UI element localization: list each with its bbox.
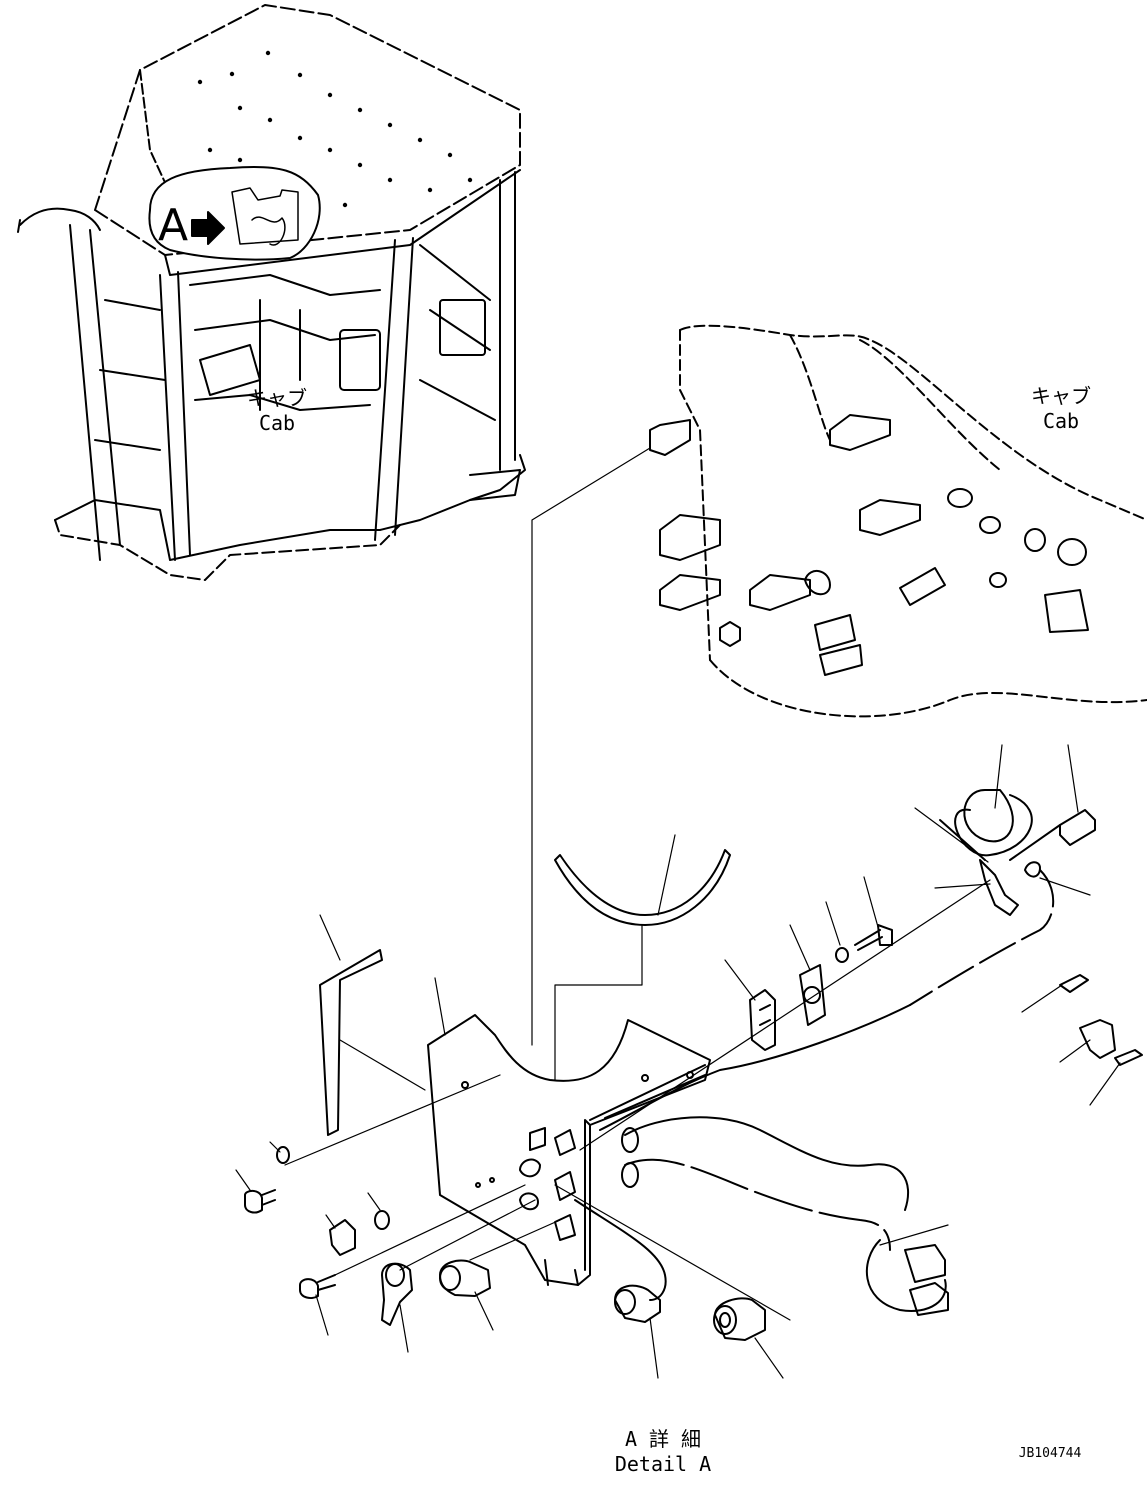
bolt-left: [244, 1189, 276, 1214]
socket-middle: [614, 1284, 661, 1323]
washer-upper: [835, 947, 849, 963]
drawing-code: JB104744: [1018, 1446, 1082, 1461]
cab-label-right-en: Cab: [1042, 409, 1080, 433]
cab-pillar-front-right: [159, 271, 191, 561]
u-strap: [554, 849, 731, 926]
callout-bubble-a: [148, 165, 321, 261]
cab-label-left: キャブ Cab: [232, 386, 322, 436]
power-socket: [713, 1297, 766, 1341]
tie-clip-2: [1114, 1049, 1143, 1066]
washer-left: [276, 1146, 290, 1164]
nut: [374, 1210, 390, 1230]
cab-label-right-jp: キャブ: [1031, 384, 1091, 408]
cab-detail-brackets: [649, 414, 1089, 676]
socket-left: [439, 1259, 491, 1297]
detail-a-label-jp: A 詳 細: [624, 1427, 702, 1451]
cab-pillar-front-left: [69, 224, 121, 561]
connector-cap: [1079, 1019, 1116, 1059]
bolt-upper: [854, 924, 893, 951]
harness-upper: [909, 789, 1096, 1006]
cab-label-right: キャブ Cab: [1016, 384, 1106, 434]
tie-clip-1: [1059, 974, 1089, 993]
grommet-1: [621, 1127, 639, 1153]
screw: [299, 1274, 336, 1299]
grommet-2: [621, 1162, 639, 1188]
harness-main: [574, 1004, 949, 1316]
arrow-right-icon: [191, 211, 225, 245]
cab-label-left-en: Cab: [258, 411, 296, 435]
cab-pillar-rear-far: [499, 171, 516, 471]
cab-label-left-jp: キャブ: [247, 386, 307, 410]
clip: [749, 989, 776, 1051]
detail-a-label: A 詳 細 Detail A: [588, 1427, 738, 1477]
cab-overview: [17, 4, 526, 581]
grommet-plate: [799, 964, 826, 1026]
detail-a-label-en: Detail A: [614, 1452, 712, 1476]
l-rod: [319, 949, 383, 1136]
lock-clip: [329, 1219, 356, 1256]
cab-floor: [54, 469, 521, 561]
switch-knob: [381, 1262, 413, 1326]
cab-detail-view: [679, 324, 1147, 718]
cab-pillar-rear-right: [374, 237, 414, 541]
callout-letter-a: A: [158, 200, 189, 251]
mounting-bracket-plate: [427, 1014, 711, 1286]
